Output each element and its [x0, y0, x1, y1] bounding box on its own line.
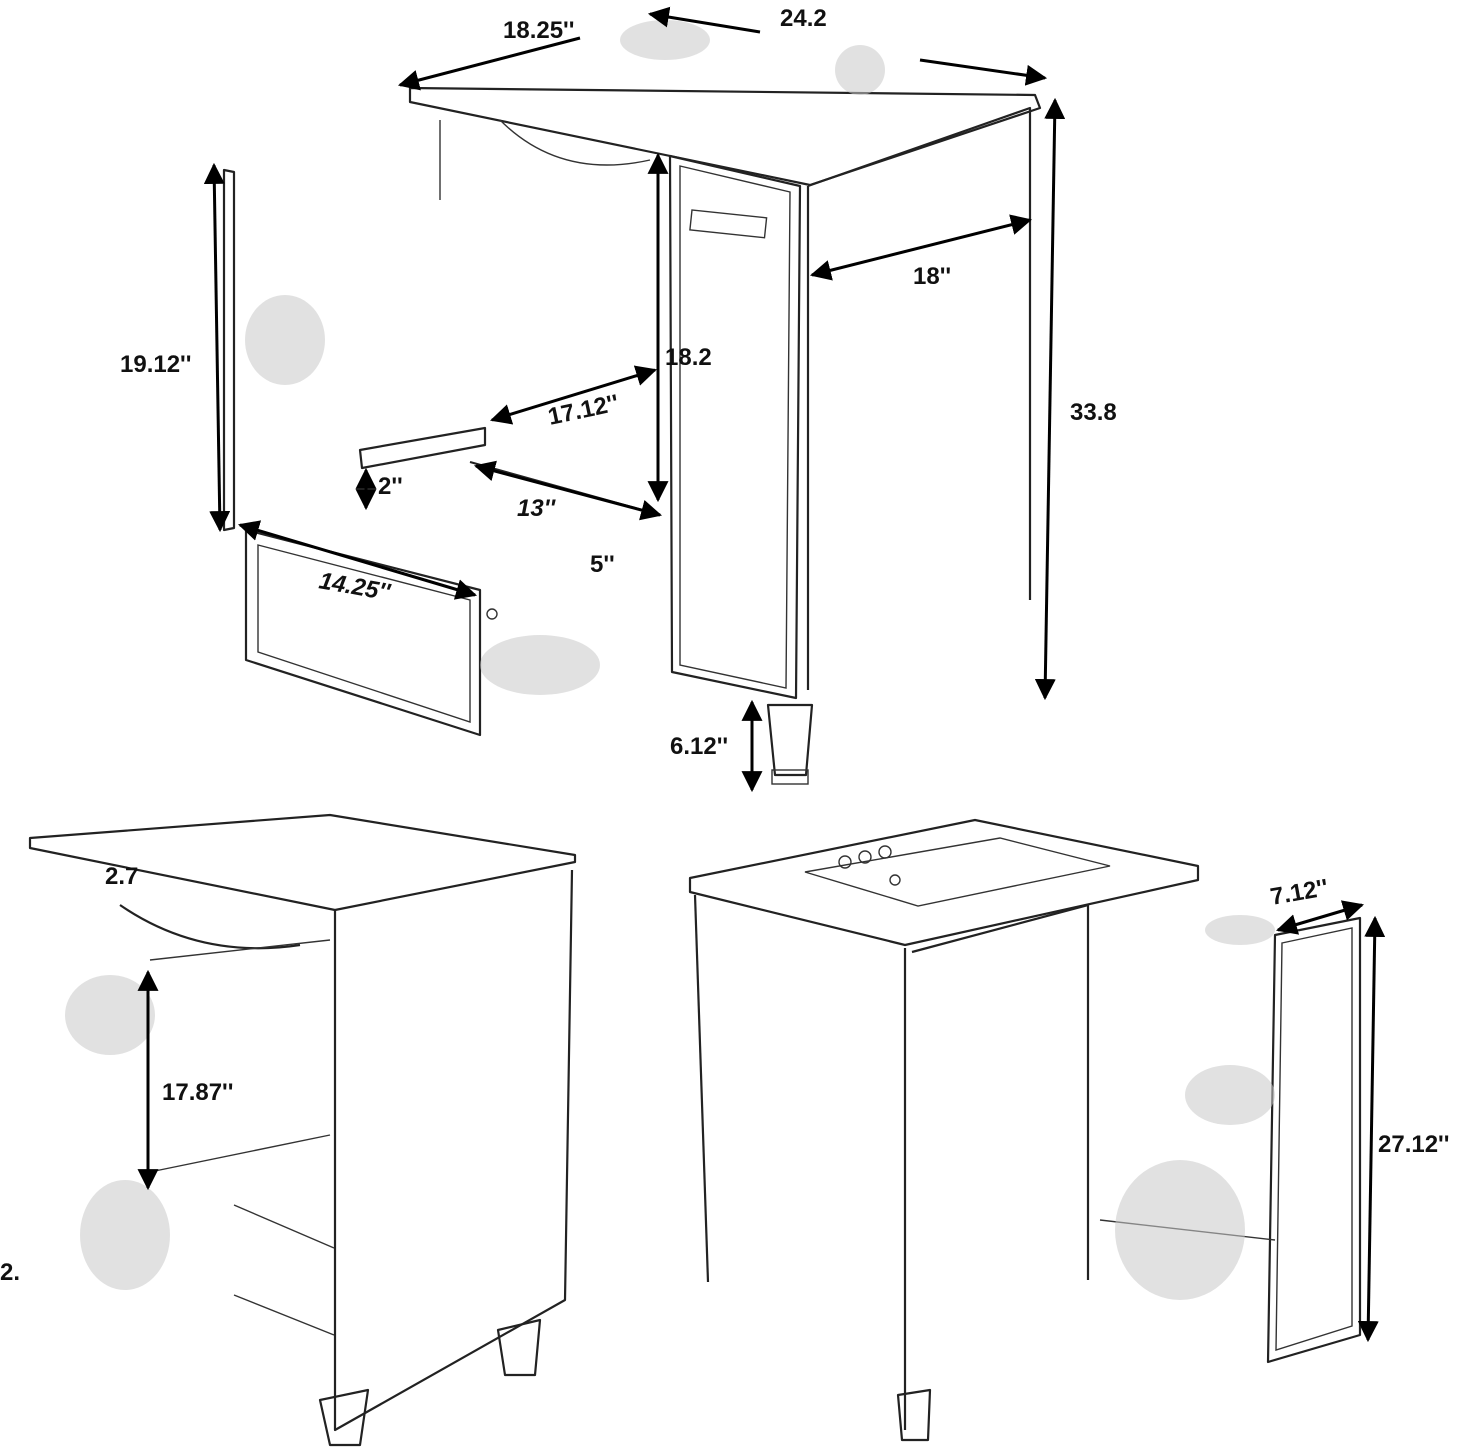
label-side-panel-width: 7.12'': [1268, 874, 1330, 911]
label-shelf-lip: 2'': [378, 473, 403, 500]
label-drawer-width: 14.25'': [317, 567, 393, 606]
dim-line-side-panel-height: [1357, 915, 1386, 1343]
dim-line-drawer-depth: [473, 460, 663, 521]
dim-line-top-width-left: [647, 6, 761, 34]
top-cabinet-drawing: [222, 20, 1042, 785]
dim-line-drawer-width: [237, 520, 478, 600]
bottom-right-cabinet-drawing: [688, 818, 1362, 1442]
dim-line-shelf-depth: [489, 365, 658, 425]
dim-line-top-width-right: [919, 58, 1048, 86]
label-side-panel-height: 27.12'': [1378, 1131, 1449, 1158]
label-drawer-depth: 13'': [517, 495, 556, 522]
label-top-thickness: 2.7: [105, 863, 138, 890]
label-inner-open-height: 17.87'': [162, 1079, 233, 1106]
dim-line-side-panel-width: [1275, 900, 1365, 935]
bottom-left-cabinet-drawing: [28, 813, 577, 1447]
label-side-depth: 18'': [913, 263, 951, 290]
dim-line-total-height: [1034, 97, 1066, 701]
dim-line-top-depth: [397, 36, 581, 91]
label-total-height: 33.8: [1070, 399, 1117, 426]
dim-line-side-depth: [809, 214, 1033, 281]
label-top-depth: 18.25'': [503, 17, 574, 44]
label-shelf-depth: 17.12'': [546, 390, 622, 431]
label-top-width: 24.2: [780, 5, 827, 32]
label-cabinet-height: 19.12'': [120, 351, 191, 378]
label-inner-height: 18.2: [665, 344, 712, 371]
label-drawer-front: 5'': [590, 551, 615, 578]
dim-line-cabinet-height: [203, 162, 231, 533]
label-leg-height: 6.12'': [670, 733, 728, 760]
top-dimension-lines: [203, 6, 1066, 793]
label-left-edge-partial: 2.: [0, 1259, 20, 1286]
